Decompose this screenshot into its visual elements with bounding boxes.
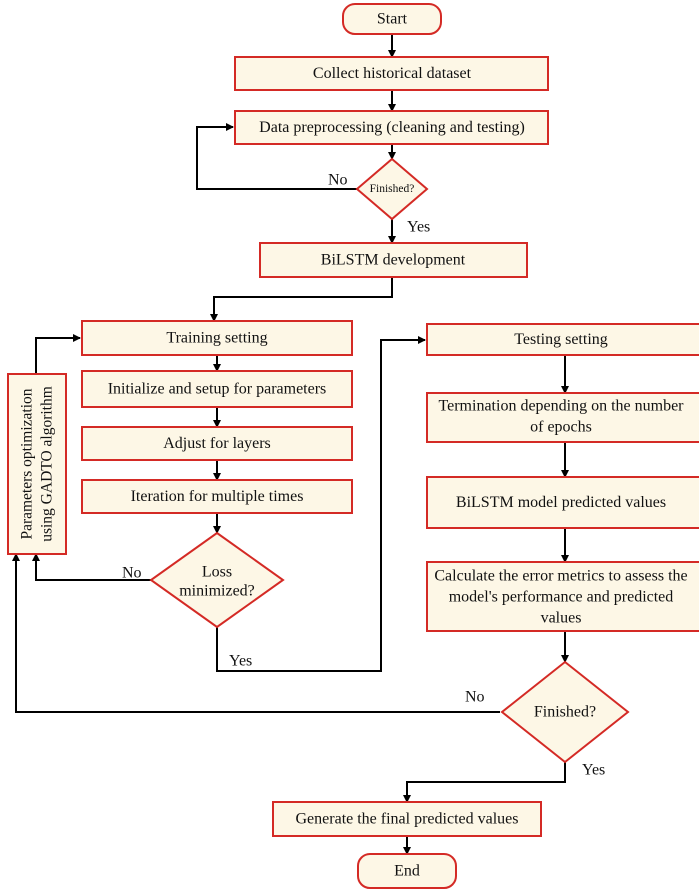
start-node: Start [342,3,442,35]
finished-decision-2-label: Finished? [534,704,596,721]
parameters-optimization-label-line1: Parameters optimization [19,388,36,539]
collect-dataset-box: Collect historical dataset [234,56,549,91]
parameters-optimization-box: Parameters optimization using GADTO algo… [7,373,67,555]
no-label-loss: No [122,565,142,582]
iteration-box: Iteration for multiple times [81,479,353,514]
error-metrics-label-line3: values [541,610,582,627]
collect-dataset-label: Collect historical dataset [313,65,472,82]
error-metrics-label-line1: Calculate the error metrics to assess th… [434,568,687,585]
adjust-layers-label: Adjust for layers [163,435,271,452]
init-parameters-box: Initialize and setup for parameters [81,370,353,408]
generate-values-label: Generate the final predicted values [296,811,519,828]
predicted-values-box: BiLSTM model predicted values [426,476,699,529]
bilstm-development-label: BiLSTM development [321,252,466,269]
connectors [12,34,569,855]
testing-setting-label: Testing setting [514,331,608,348]
yes-label-loss: Yes [229,653,252,670]
finished-decision-1-label: Finished? [370,183,415,195]
data-preprocessing-label: Data preprocessing (cleaning and testing… [259,119,525,136]
termination-label-line1: Termination depending on the number [438,398,684,415]
no-label-finished-2: No [465,689,485,706]
yes-label-finished-1: Yes [407,219,430,236]
training-setting-label: Training setting [166,330,267,347]
finished-decision-1: Finished? [355,157,429,221]
end-node: End [357,853,457,889]
data-preprocessing-box: Data preprocessing (cleaning and testing… [234,110,549,145]
loss-minimized-label-line1: Loss [202,564,232,581]
end-label: End [394,863,420,880]
arrow-finished2-no-to-params [12,553,500,713]
yes-label-finished-2: Yes [582,762,605,779]
iteration-label: Iteration for multiple times [131,488,304,505]
termination-box: Termination depending on the number of e… [426,392,699,443]
generate-values-box: Generate the final predicted values [272,801,542,837]
termination-label-line2: of epochs [530,419,592,436]
arrow-loss-no-to-params [32,553,151,581]
arrow-bilstm-to-training [210,277,393,322]
arrow-loss-yes-to-testing [216,336,426,672]
init-parameters-label: Initialize and setup for parameters [108,381,327,398]
arrow-finished2-yes-to-generate [403,762,566,803]
error-metrics-label-line2: model's performance and predicted [449,589,674,606]
adjust-layers-box: Adjust for layers [81,426,353,461]
loss-minimized-decision: Loss minimized? [149,531,285,629]
predicted-values-label: BiLSTM model predicted values [456,494,666,511]
loss-minimized-label-line2: minimized? [179,583,255,600]
bilstm-development-box: BiLSTM development [259,242,528,278]
training-setting-box: Training setting [81,320,353,356]
arrow-params-to-training [35,334,81,374]
finished-decision-2: Finished? [500,660,630,764]
error-metrics-box: Calculate the error metrics to assess th… [426,561,699,632]
start-label: Start [377,11,408,28]
parameters-optimization-label-line2: using GADTO algorithm [39,386,56,542]
no-label-finished-1: No [328,172,348,189]
testing-setting-box: Testing setting [426,323,699,356]
arrow-finished1-no-loop [196,123,357,190]
